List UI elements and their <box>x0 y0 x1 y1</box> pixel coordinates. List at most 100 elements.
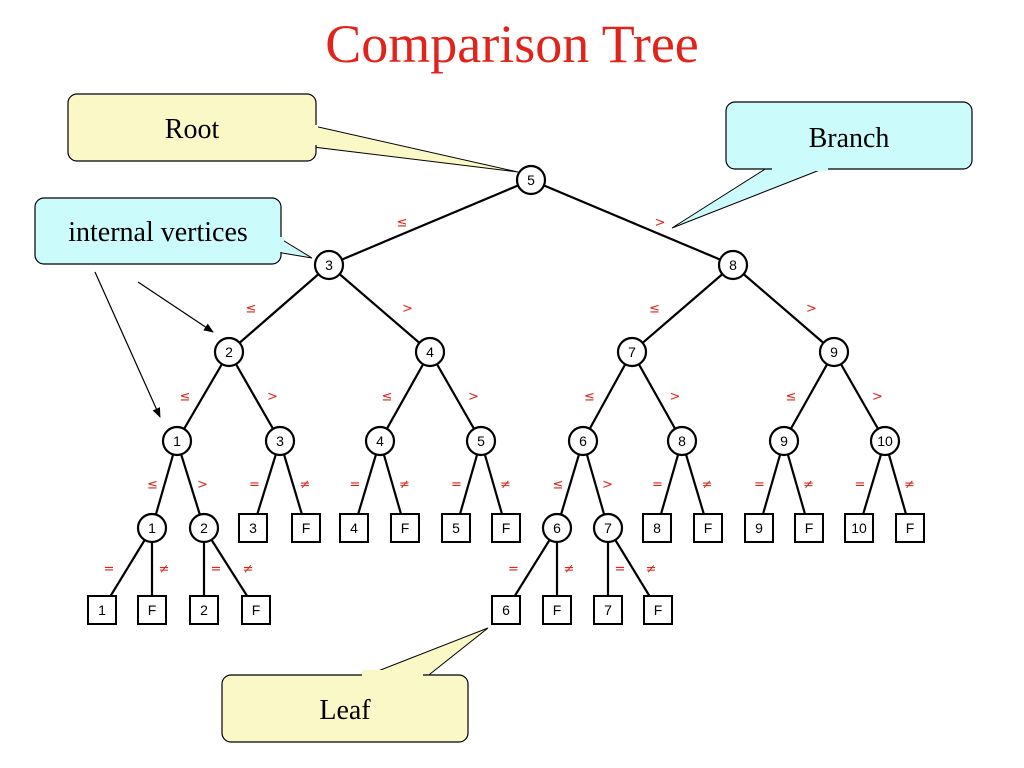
node-label: 2 <box>225 344 233 360</box>
leaf-node: 2 <box>189 595 219 625</box>
node-label: 8 <box>729 257 737 273</box>
node-circle <box>869 425 901 457</box>
node-circle <box>818 336 850 368</box>
callout-root-pointer <box>304 123 519 173</box>
leaf-node: 9 <box>744 513 774 543</box>
node-label: 6 <box>579 433 587 449</box>
tree-edge <box>631 264 734 353</box>
edge-label: > <box>602 478 613 493</box>
node-label: 3 <box>276 433 284 449</box>
internal-vertex-arrow-1 <box>137 281 214 333</box>
node-circle <box>666 425 698 457</box>
edge-label: = <box>211 562 222 577</box>
internal-vertex-node: 5 <box>465 425 497 457</box>
node-square <box>593 595 623 625</box>
node-label: 4 <box>376 433 384 449</box>
edge-label: ≤ <box>382 390 393 405</box>
edge-label: ≠ <box>159 562 170 577</box>
node-square <box>137 595 167 625</box>
internal-vertex-node: 9 <box>818 336 850 368</box>
node-label: 9 <box>830 344 838 360</box>
node-square <box>87 595 117 625</box>
leaf-node: 5 <box>441 513 471 543</box>
edge-label: ≠ <box>646 562 657 577</box>
node-square <box>744 513 774 543</box>
node-circle <box>616 336 648 368</box>
edge-label: > <box>872 390 883 405</box>
node-label: F <box>401 520 410 536</box>
internal-vertex-arrow-2 <box>94 271 161 418</box>
node-square <box>491 595 521 625</box>
leaf-node: F <box>291 513 321 543</box>
leaf-node: F <box>643 595 673 625</box>
leaf-node: F <box>390 513 420 543</box>
node-label: 1 <box>173 433 181 449</box>
edge-label: > <box>806 302 817 317</box>
node-square <box>642 513 672 543</box>
node-label: 7 <box>604 602 612 618</box>
edge-label: ≤ <box>584 390 595 405</box>
tree-edge <box>429 351 482 442</box>
callout-branch-pointer <box>671 165 831 229</box>
edge-label: = <box>855 478 866 493</box>
node-label: 6 <box>553 520 561 536</box>
leaf-node: F <box>241 595 271 625</box>
internal-vertex-node: 5 <box>515 164 547 196</box>
callout-root: Root <box>67 93 519 173</box>
internal-vertex-node: 2 <box>188 512 220 544</box>
node-label: F <box>906 520 915 536</box>
edge-label: > <box>670 390 681 405</box>
callout-branch-box <box>725 101 973 170</box>
tree-edge <box>379 351 431 442</box>
internal-vertex-node: 9 <box>768 425 800 457</box>
node-circle <box>364 425 396 457</box>
tree-edge <box>530 178 734 267</box>
edge-label: ≠ <box>564 562 575 577</box>
leaf-node: 1 <box>87 595 117 625</box>
tree-edge <box>732 264 835 353</box>
node-label: F <box>148 602 157 618</box>
leaf-node: 3 <box>238 513 268 543</box>
node-circle <box>592 512 624 544</box>
node-square <box>291 513 321 543</box>
internal-vertex-node: 8 <box>666 425 698 457</box>
callout-internal-label: internal vertices <box>68 217 248 248</box>
internal-vertex-node: 7 <box>592 512 624 544</box>
edge-label: = <box>249 478 260 493</box>
internal-vertex-node: 6 <box>541 512 573 544</box>
leaf-node: F <box>693 513 723 543</box>
node-circle <box>567 425 599 457</box>
edge-label: ≠ <box>300 478 311 493</box>
edge-label: ≠ <box>243 562 254 577</box>
node-circle <box>264 425 296 457</box>
tree-edge <box>555 440 585 529</box>
internal-vertex-node: 6 <box>567 425 599 457</box>
edge-label: = <box>350 478 361 493</box>
callout-branch-label: Branch <box>809 123 890 154</box>
node-circle <box>188 512 220 544</box>
node-square <box>241 595 271 625</box>
tree-edge <box>328 178 532 267</box>
page-title: Comparison Tree <box>325 14 699 74</box>
callout-leaf-label: Leaf <box>319 695 371 726</box>
node-label: 5 <box>527 172 535 188</box>
tree-edge <box>175 440 206 529</box>
leaf-node: 8 <box>642 513 672 543</box>
edge-label: > <box>267 390 278 405</box>
node-square <box>844 513 874 543</box>
edge-label: = <box>754 478 765 493</box>
edge-label: = <box>652 478 663 493</box>
internal-vertex-node: 10 <box>869 425 901 457</box>
edge-label: = <box>615 562 626 577</box>
node-square <box>339 513 369 543</box>
node-label: 8 <box>653 520 661 536</box>
tree-edge <box>631 351 683 442</box>
internal-vertex-node: 4 <box>364 425 396 457</box>
leaf-node: 6 <box>491 595 521 625</box>
node-circle <box>414 336 446 368</box>
tree-edge <box>582 351 633 442</box>
node-circle <box>768 425 800 457</box>
node-label: 6 <box>502 602 510 618</box>
node-square <box>189 595 219 625</box>
edge-label: > <box>197 478 208 493</box>
